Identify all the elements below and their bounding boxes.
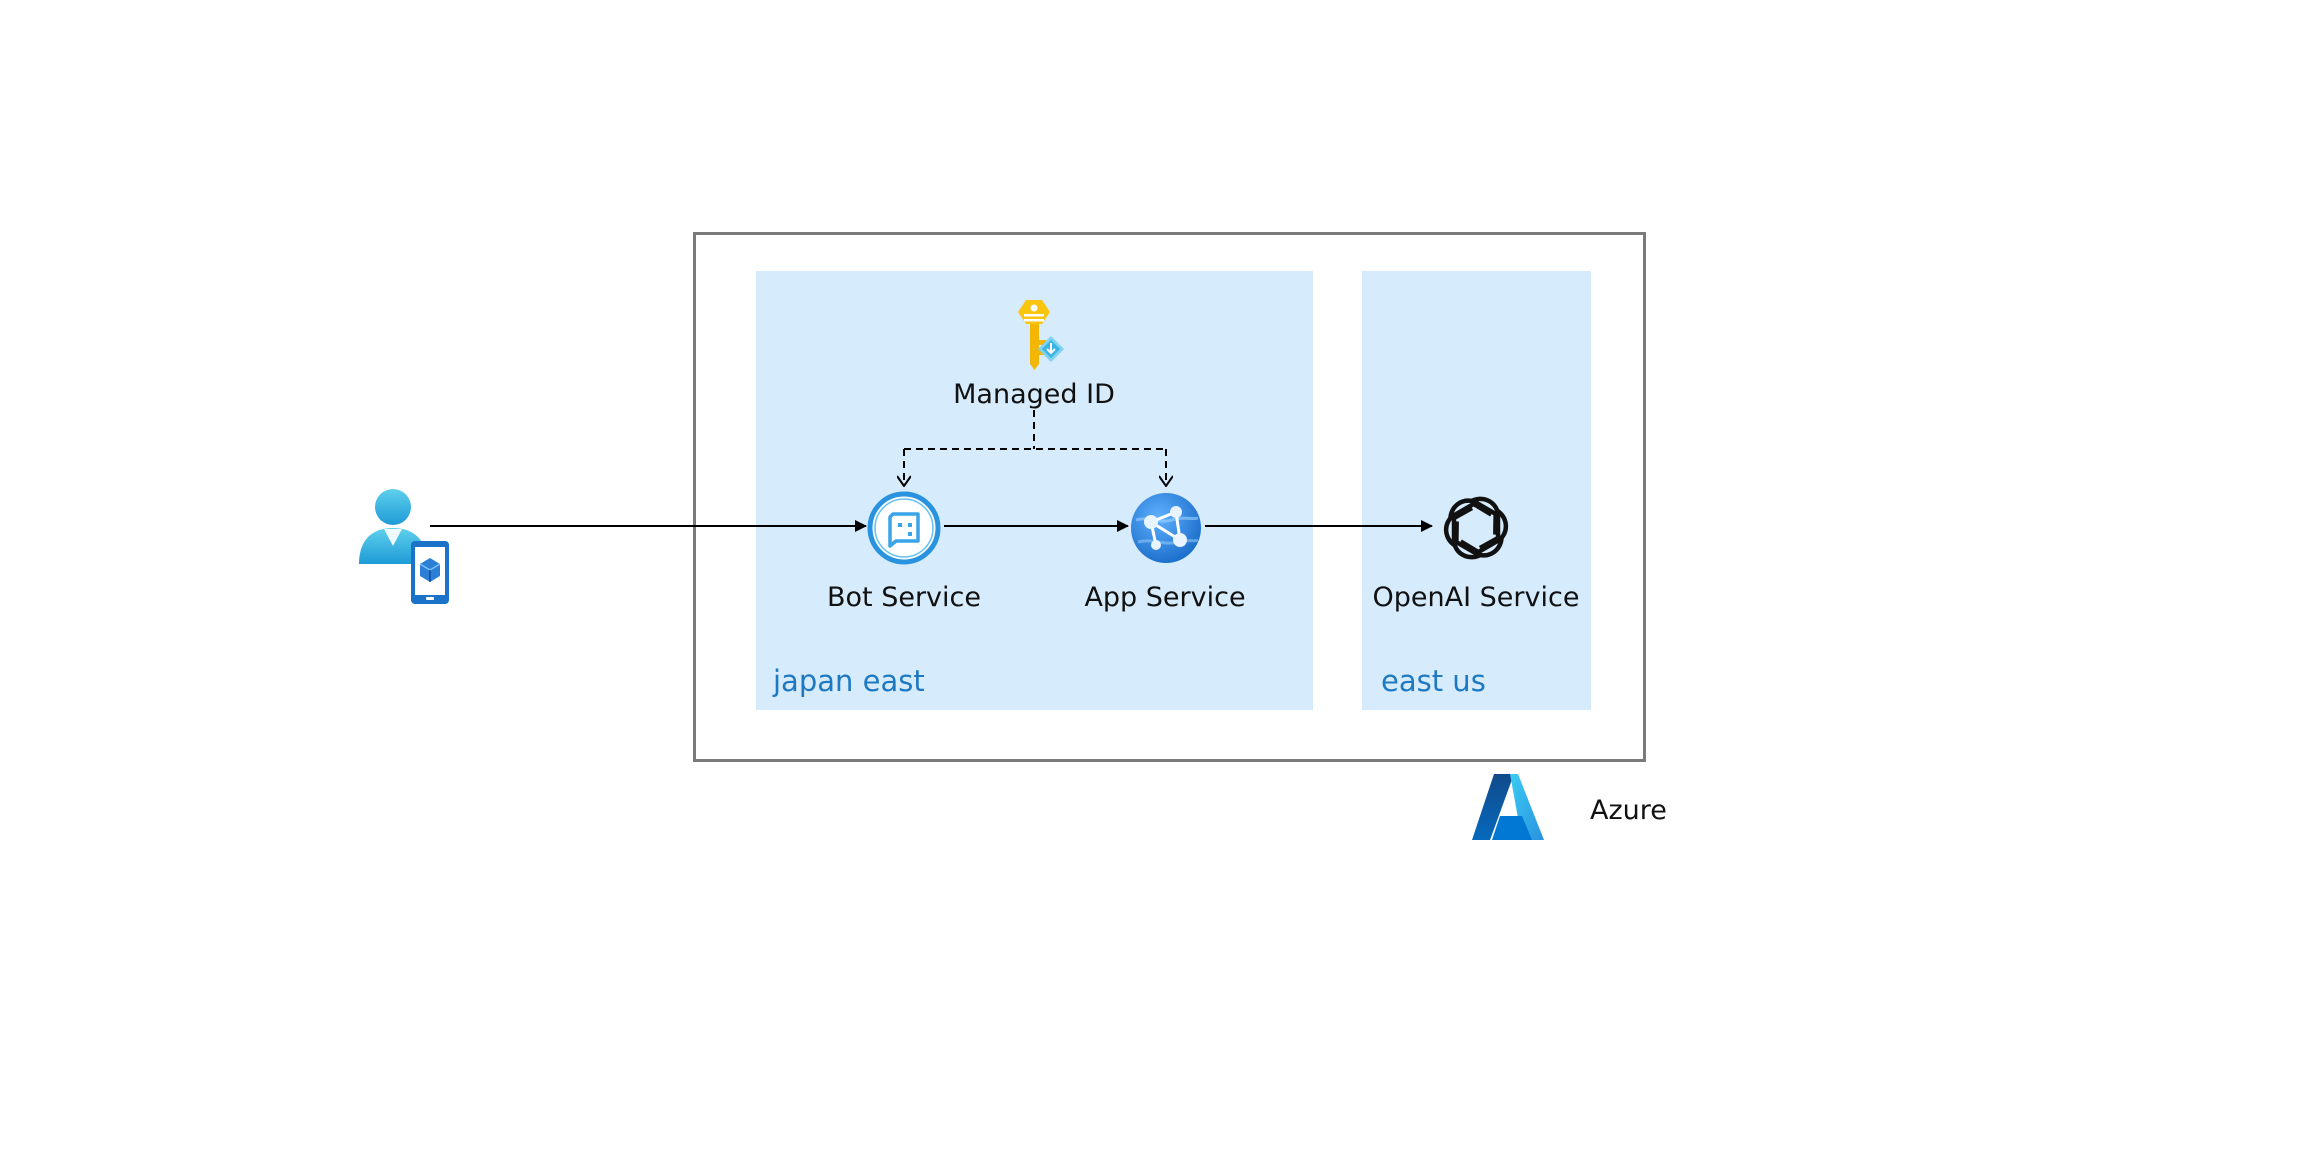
azure-logo-icon — [1472, 774, 1544, 840]
app-service-label: App Service — [1084, 582, 1246, 613]
bot-service-icon — [867, 491, 941, 565]
user-mobile-icon — [359, 489, 449, 604]
managed-identity-key-icon — [1018, 300, 1064, 370]
region-label-east-us: east us — [1381, 664, 1486, 698]
region-label-japan-east: japan east — [773, 664, 925, 698]
region-east-us — [1362, 271, 1591, 710]
azure-label: Azure — [1590, 795, 1667, 826]
edge-managed-id-dashed — [904, 410, 1166, 486]
app-service-globe-icon — [1131, 493, 1201, 563]
bot-service-label: Bot Service — [827, 582, 981, 613]
openai-service-label: OpenAI Service — [1372, 582, 1580, 613]
azure-boundary — [693, 232, 1646, 762]
openai-logo-icon — [1443, 496, 1509, 560]
managed-id-label: Managed ID — [953, 379, 1115, 410]
